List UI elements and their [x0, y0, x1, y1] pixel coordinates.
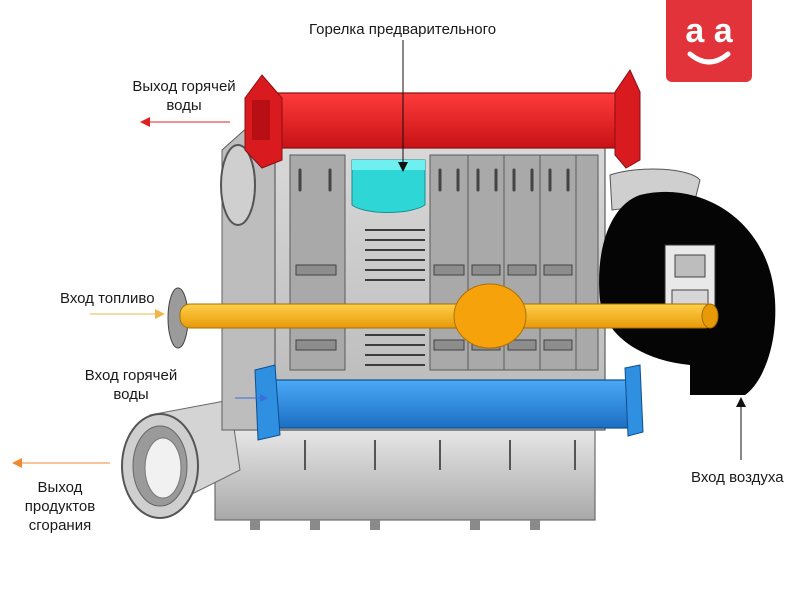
brand-logo: a a [666, 0, 752, 82]
arrow-hot-water-in [235, 394, 268, 402]
arrow-fuel-in [90, 309, 165, 319]
label-fuel-in: Вход топливо [60, 290, 155, 307]
label-hot-water-out-line2: воды [166, 97, 202, 114]
label-combustion-out-line1: Выход [37, 479, 83, 496]
flue-gas-duct [121, 399, 596, 530]
label-hot-water-out-line1: Выход горячей [132, 78, 236, 95]
pointer-air-in [736, 397, 746, 460]
label-hot-water-in-line1: Вход горячей [84, 367, 178, 384]
hot-water-inlet-header [254, 364, 644, 441]
pointer-burner [398, 40, 408, 172]
label-air-in: Вход воздуха [691, 469, 784, 486]
label-hot-water-in-line2: воды [113, 386, 149, 403]
fuel-pipe [167, 283, 719, 349]
label-hot-water-out: Выход горячей воды [125, 77, 243, 115]
logo-text: a a [685, 12, 733, 50]
label-combustion-out-line2: продуктов [24, 498, 96, 515]
label-hot-water-in: Вход горячей воды [76, 366, 186, 404]
label-combustion-out: Выход продуктов сгорания [10, 478, 110, 535]
preheat-burner [351, 159, 426, 213]
arrow-hot-water-out [140, 117, 230, 127]
hot-water-outlet-header [244, 68, 641, 169]
air-intake-housing [599, 168, 776, 395]
heat-exchanger-sections [289, 154, 599, 371]
label-combustion-out-line3: сгорания [28, 517, 92, 534]
label-preheat-burner: Горелка предварительного [309, 21, 497, 38]
arrow-combustion-out [12, 458, 110, 468]
logo-mark-icon: a a [685, 12, 734, 65]
